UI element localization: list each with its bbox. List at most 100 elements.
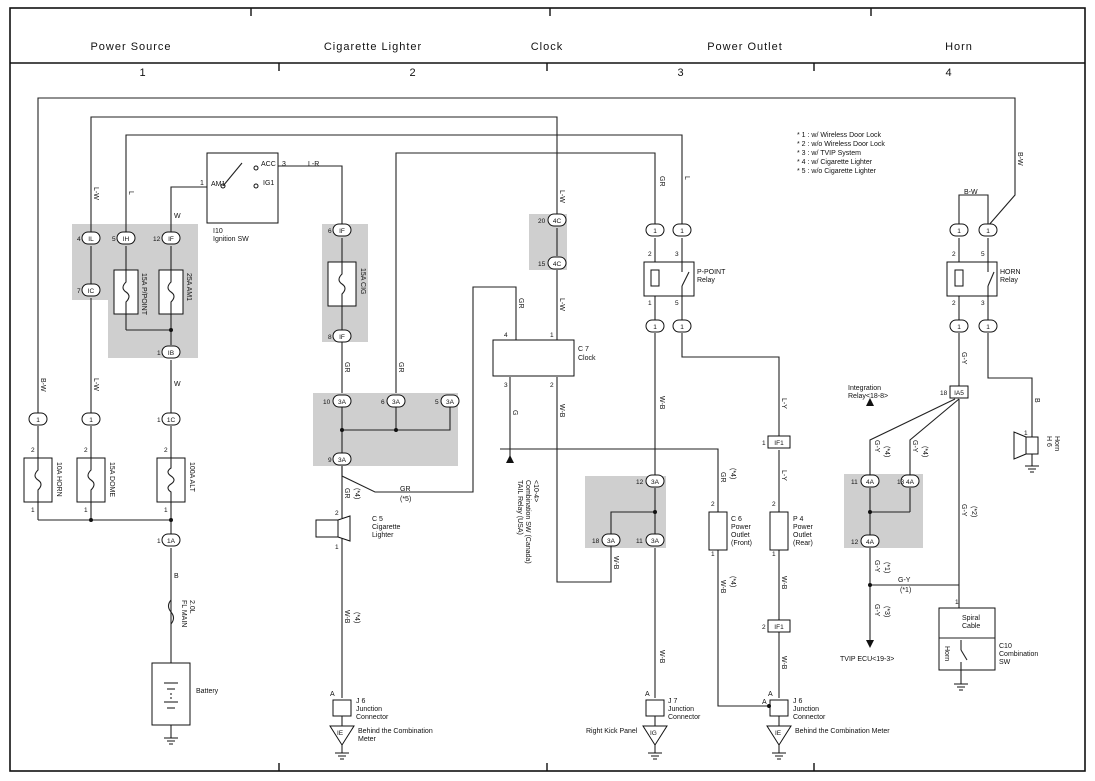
svg-text:1: 1 (157, 538, 161, 545)
svg-text:3: 3 (504, 382, 508, 389)
wires (37, 97, 1033, 738)
p-point-relay: P-POINT Relay (643, 261, 726, 297)
svg-text:(Front): (Front) (731, 540, 752, 547)
svg-text:B-W: B-W (964, 189, 978, 196)
svg-text:(*4): (*4) (729, 576, 736, 587)
svg-text:GR: GR (658, 176, 665, 187)
svg-text:GR: GR (719, 472, 726, 483)
clock-module: C 7 Clock (492, 339, 596, 377)
svg-text:W: W (174, 381, 181, 388)
svg-text:12: 12 (851, 539, 859, 546)
svg-text:I10: I10 (213, 228, 223, 235)
combination-switch: Spiral Cable Horn C10 Combination SW (938, 607, 1038, 671)
svg-text:15A P/POINT: 15A P/POINT (140, 273, 147, 316)
svg-text:1: 1 (84, 507, 88, 514)
svg-text:W-B: W-B (719, 580, 726, 594)
svg-text:3: 3 (675, 251, 679, 258)
svg-text:H 6: H 6 (1045, 436, 1052, 447)
svg-text:G-Y: G-Y (873, 604, 880, 617)
svg-text:G-Y: G-Y (873, 560, 880, 573)
svg-text:P-POINT: P-POINT (697, 269, 726, 276)
svg-text:1: 1 (36, 417, 40, 424)
svg-text:P 4: P 4 (793, 516, 803, 523)
svg-text:18: 18 (592, 538, 600, 545)
svg-text:2: 2 (952, 251, 956, 258)
svg-text:2.0L: 2.0L (188, 600, 195, 614)
svg-text:(*3): (*3) (883, 606, 890, 617)
svg-text:10: 10 (323, 399, 331, 406)
svg-text:2: 2 (772, 501, 776, 508)
svg-text:L-W: L-W (92, 378, 99, 391)
svg-text:G-Y: G-Y (898, 577, 911, 584)
svg-text:12: 12 (636, 479, 644, 486)
svg-text:2: 2 (952, 300, 956, 307)
svg-text:2: 2 (550, 382, 554, 389)
svg-text:(*4): (*4) (353, 612, 360, 623)
svg-text:(*4): (*4) (921, 446, 928, 457)
svg-text:B: B (1033, 398, 1040, 403)
svg-text:G-Y: G-Y (960, 352, 967, 365)
power-outlet-front: C 6 Power Outlet (Front) (708, 511, 752, 551)
svg-text:25A AM1: 25A AM1 (185, 273, 192, 301)
svg-text:1: 1 (550, 332, 554, 339)
svg-text:9: 9 (328, 457, 332, 464)
svg-text:Clock: Clock (578, 355, 596, 362)
svg-text:1: 1 (680, 228, 684, 235)
svg-text:1: 1 (335, 544, 339, 551)
svg-text:IC: IC (88, 288, 95, 295)
svg-text:L: L (127, 191, 134, 195)
svg-text:10A HORN: 10A HORN (55, 462, 62, 497)
svg-text:Junction: Junction (793, 706, 819, 713)
svg-text:AM1: AM1 (211, 181, 226, 188)
svg-text:SW: SW (999, 659, 1011, 666)
section-title-cigarette-lighter: Cigarette Lighter (324, 41, 422, 53)
svg-text:TVIP ECU<19-3>: TVIP ECU<19-3> (840, 656, 894, 663)
svg-text:W-B: W-B (780, 656, 787, 670)
svg-text:8: 8 (328, 334, 332, 341)
svg-text:W-B: W-B (343, 610, 350, 624)
junction-connectors: A J 6 Junction Connector IE Behind the C… (329, 691, 890, 746)
section-title-power-source: Power Source (90, 41, 171, 53)
ignition-switch: AM1 ACC IG1 1 3 I10 Ignition SW (200, 152, 286, 243)
svg-text:C 7: C 7 (578, 346, 589, 353)
svg-text:Behind the Combination Meter: Behind the Combination Meter (795, 728, 890, 735)
svg-text:Power: Power (793, 524, 814, 531)
svg-text:Power: Power (731, 524, 752, 531)
fuses: 10A HORN 15A DOME 100A ALT 15A P/POINT 2… (23, 261, 366, 627)
svg-text:1: 1 (89, 417, 93, 424)
svg-text:L: L (683, 176, 690, 180)
svg-text:L-W: L-W (558, 298, 565, 311)
svg-text:GR: GR (343, 362, 350, 373)
svg-text:Junction: Junction (668, 706, 694, 713)
svg-text:1: 1 (957, 228, 961, 235)
svg-text:3A: 3A (651, 479, 660, 486)
svg-text:11: 11 (851, 479, 858, 486)
svg-text:12: 12 (153, 236, 161, 243)
svg-text:(Rear): (Rear) (793, 540, 813, 547)
svg-text:3: 3 (981, 300, 985, 307)
svg-text:3: 3 (282, 161, 286, 168)
svg-text:1: 1 (164, 507, 168, 514)
svg-text:2: 2 (84, 447, 88, 454)
svg-text:L-W: L-W (92, 187, 99, 200)
svg-text:1: 1 (762, 440, 766, 447)
connectors: IL IC IH IF IB 1 1 1C 1A IF IF 4C 4C 3A … (28, 213, 998, 633)
svg-text:IH: IH (123, 236, 130, 243)
svg-text:3A: 3A (338, 457, 347, 464)
svg-text:C 5: C 5 (372, 516, 383, 523)
svg-text:G-Y: G-Y (911, 440, 918, 453)
svg-text:4A: 4A (906, 479, 915, 486)
svg-text:1: 1 (31, 507, 35, 514)
svg-text:J 6: J 6 (793, 698, 802, 705)
svg-text:GR: GR (343, 488, 350, 499)
svg-text:1: 1 (680, 324, 684, 331)
section-number-3: 3 (677, 67, 684, 79)
svg-text:7: 7 (77, 288, 81, 295)
svg-text:HORN: HORN (1000, 269, 1021, 276)
svg-text:(*5): (*5) (400, 496, 411, 503)
svg-text:IA5: IA5 (954, 390, 964, 397)
svg-text:GR: GR (517, 298, 524, 309)
svg-text:18: 18 (940, 390, 948, 397)
svg-text:IL: IL (88, 236, 94, 243)
